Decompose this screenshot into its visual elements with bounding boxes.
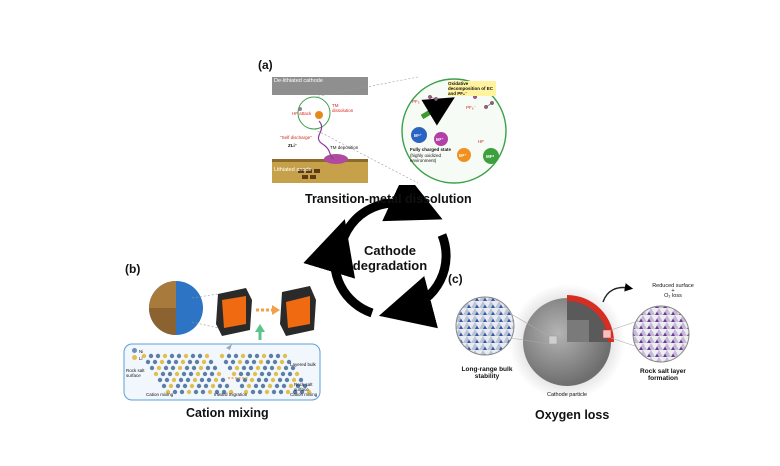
cation-mixing-label-2: Cation mixing	[290, 392, 318, 397]
o2-loss-label: O₂ loss	[664, 293, 682, 299]
cycle-arrow-right	[378, 233, 451, 329]
pf6-left-label: PF₅	[412, 99, 420, 104]
self-discharge-label: "Self discharge"	[280, 135, 312, 140]
oxidative-decomposition-label: Oxidative decomposition of EC and PF₆⁻	[448, 81, 496, 96]
mz-ion-label-2: Mᶻ⁺	[459, 153, 467, 158]
tm-dissolution-label: TM dissolution	[332, 103, 354, 113]
panel-a-letter: (a)	[258, 58, 273, 72]
bulk-zoom	[455, 296, 515, 356]
legend-ni: Ni	[132, 348, 143, 354]
rock-salt-surface-label: Rock salt surface	[126, 368, 145, 378]
reduced-surface-label: Reduced surface	[652, 283, 694, 289]
surface-zoom	[632, 305, 690, 363]
legend-li: Li	[132, 355, 143, 361]
legend-ni-label: Ni	[139, 349, 144, 354]
panel-c-letter: (c)	[448, 272, 463, 286]
panel-b-caption: Cation mixing	[186, 406, 269, 420]
mz-ion-label-1: Mᶻ⁺	[436, 137, 444, 142]
rock-salt-surface-label-2: Rock salt surface	[294, 382, 313, 392]
panel-c-figure: Reduced surface + O₂ loss Long-range bul…	[455, 280, 695, 405]
cycle-arrows	[303, 172, 451, 329]
metal-ion-blue	[411, 127, 427, 143]
cathode-layer	[272, 77, 368, 95]
tm-deposition-label: TM deposition	[330, 145, 359, 150]
pf6-right-label: PF₆⁻	[466, 105, 476, 110]
panel-b-letter: (b)	[125, 262, 141, 276]
layered-bulk-label: Layered bulk	[290, 362, 316, 367]
cation-mixing-label-1: Cation mixing	[146, 392, 174, 397]
cathode-particle-label: Cathode particle	[546, 392, 588, 398]
panel-a-figure: De-lithiated cathode Lithiated anode HF …	[270, 75, 518, 187]
legend-li-label: Li	[139, 356, 143, 361]
center-title: Cathode degradation	[300, 243, 480, 273]
panel-a-cathode-label: De-lithiated cathode	[274, 78, 323, 84]
hf-label: HF	[478, 139, 484, 144]
long-range-label: Long-range bulk stability	[461, 366, 513, 380]
mfz-label: MFᶻ	[486, 154, 495, 159]
rock-salt-layer-label: Rock salt layer formation	[640, 368, 686, 382]
center-line1: Cathode	[364, 243, 416, 258]
panel-a-caption: Transition-metal dissolution	[305, 192, 472, 206]
panel-a-anode-label: Lithiated anode	[274, 167, 312, 173]
fully-charged-label: Fully charged state	[410, 147, 452, 152]
plus-label: +	[671, 288, 675, 294]
zli-label: ZLi⁺	[288, 143, 298, 148]
center-line2: degradation	[352, 258, 428, 273]
m-ion-label: Mⁿ⁺	[414, 133, 422, 138]
center-cycle: Cathode degradation	[300, 172, 480, 335]
panel-b-figure: Ni Li Rock salt surface Layered bulk Roc…	[122, 278, 322, 403]
reduced-surface-text: Reduced surface + O₂ loss	[643, 283, 703, 299]
hf-attack-label: HF attack	[292, 111, 312, 116]
cycle-arrow-left	[303, 219, 374, 318]
inward-migration-label: Inward migration	[214, 392, 248, 397]
oxidized-env-label: (highly oxidized environment)	[410, 153, 442, 163]
panel-c-caption: Oxygen loss	[535, 408, 610, 422]
